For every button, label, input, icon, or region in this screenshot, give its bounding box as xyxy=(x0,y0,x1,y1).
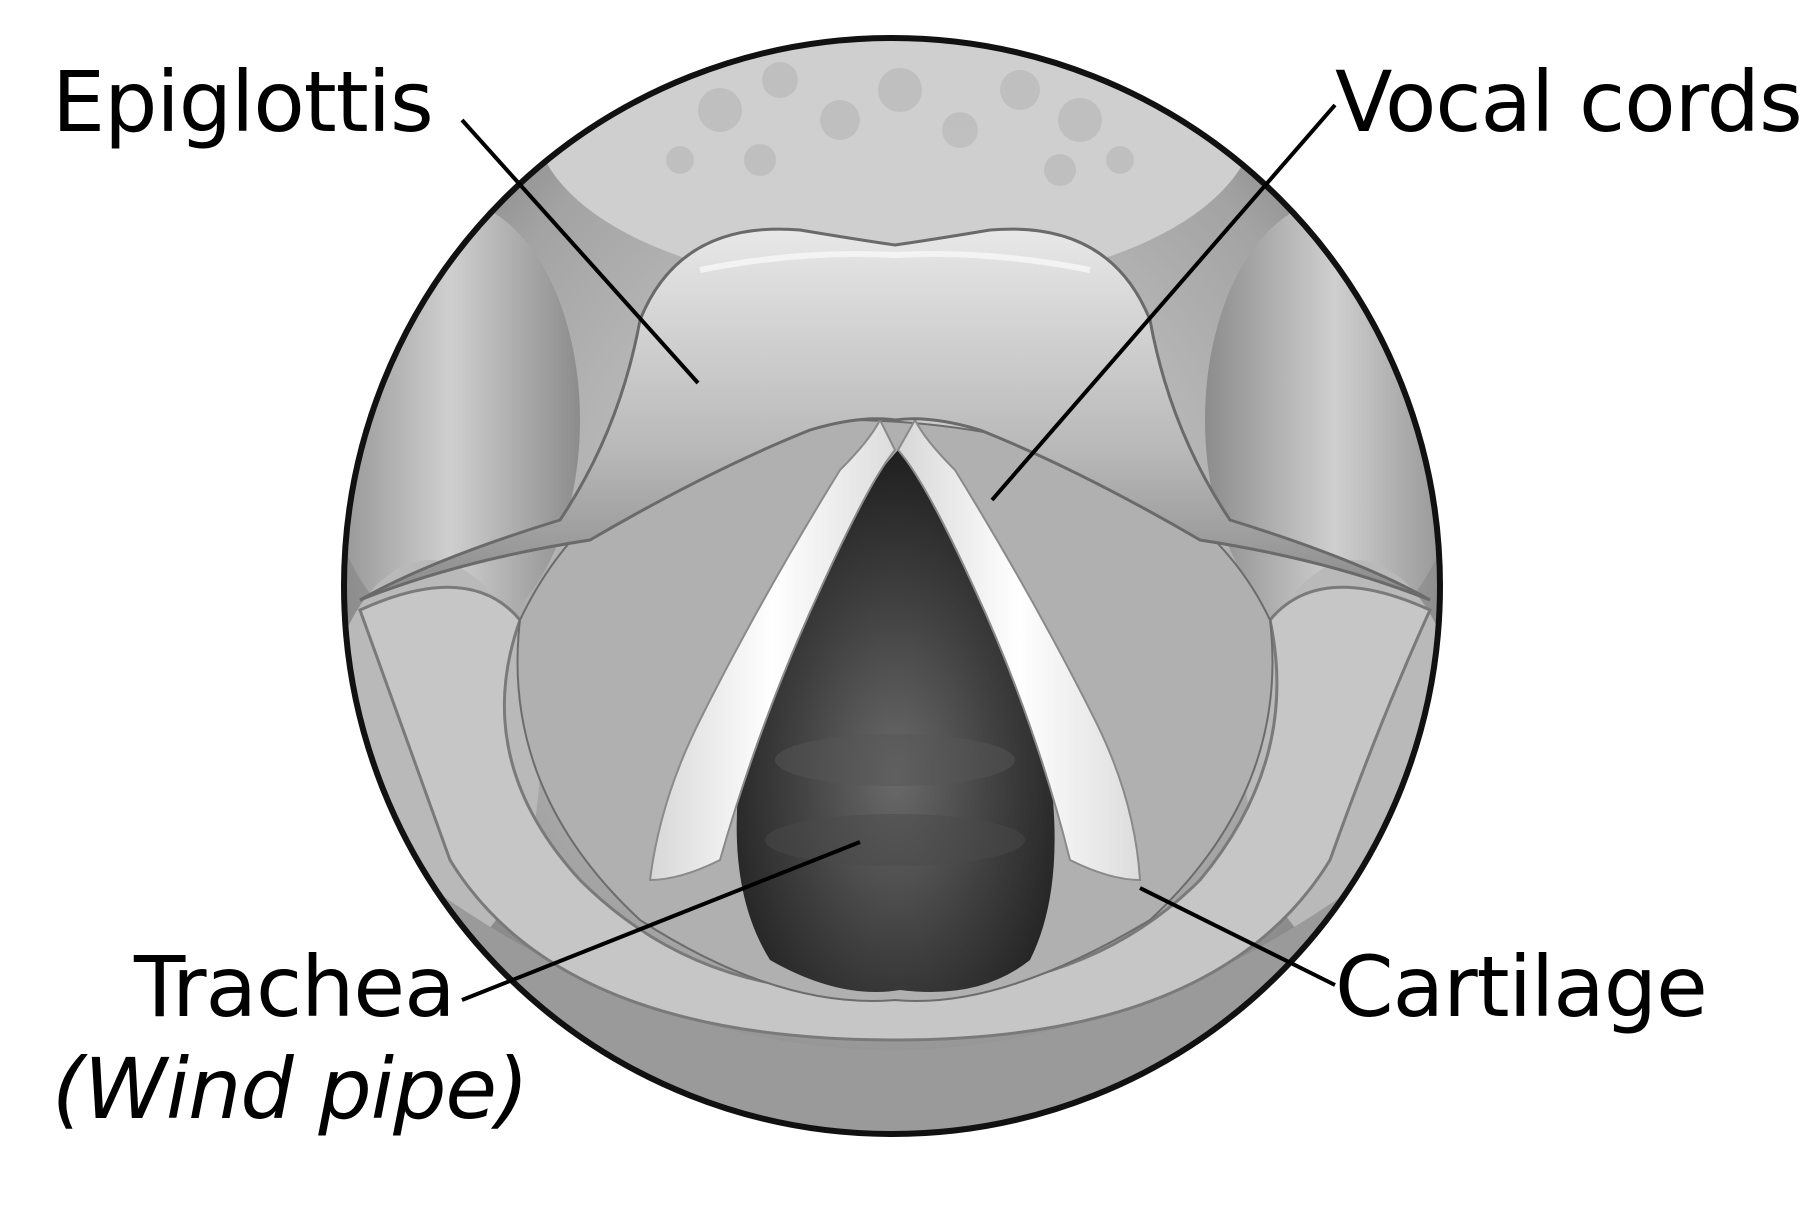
label-wind-pipe: (Wind pipe) xyxy=(52,1047,528,1131)
label-vocal-cords: Vocal cords xyxy=(1335,60,1802,144)
label-epiglottis: Epiglottis xyxy=(52,60,433,144)
label-cartilage: Cartilage xyxy=(1335,945,1707,1029)
label-trachea: Trachea xyxy=(134,945,455,1029)
larynx-view xyxy=(320,0,1465,1150)
